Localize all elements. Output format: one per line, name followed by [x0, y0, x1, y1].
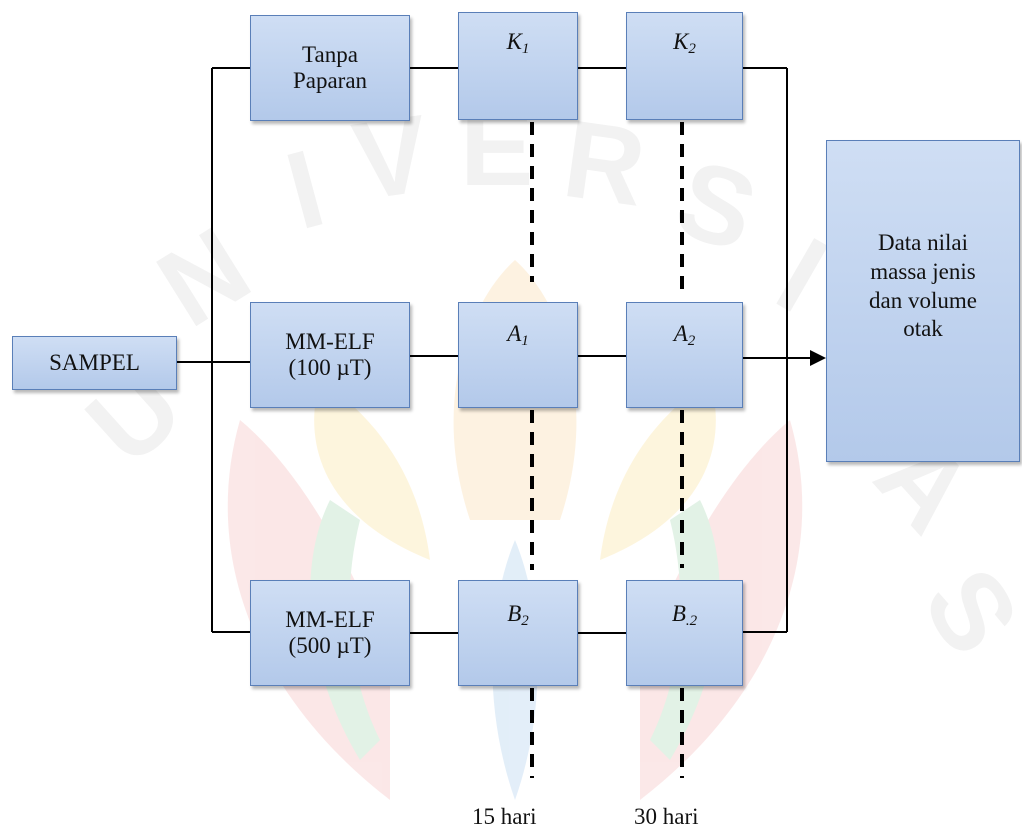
time-label-30: 30 hari — [634, 804, 699, 829]
b2-main: B — [671, 601, 686, 626]
output-line3: dan volume — [869, 287, 977, 313]
k1-main: K — [506, 29, 522, 54]
a1-main: A — [507, 321, 522, 346]
k2-node: K2 — [626, 12, 743, 120]
output-line4: otak — [903, 316, 943, 342]
k1-node: K1 — [458, 12, 578, 120]
sampel-label: SAMPEL — [49, 349, 140, 375]
mm-elf-100-line2: (100 µT) — [288, 355, 372, 380]
tanpa-paparan-node: Tanpa Paparan — [250, 15, 410, 121]
output-line2: massa jenis — [870, 258, 976, 284]
mm-elf-100-line1: MM-ELF — [285, 328, 375, 354]
a1-node: A1 — [458, 302, 578, 408]
output-node: Data nilai massa jenis dan volume otak — [826, 140, 1020, 462]
b2-node: B.2 — [626, 580, 743, 686]
sampel-node: SAMPEL — [12, 336, 177, 390]
k2-sub: 2 — [688, 41, 696, 57]
b2-sub: .2 — [685, 613, 698, 629]
a2-node: A2 — [626, 302, 743, 408]
mm-elf-500-line2: (500 µT) — [288, 633, 372, 658]
output-line1: Data nilai — [877, 230, 969, 255]
b1-node: B2 — [458, 580, 578, 686]
b1-main: B — [507, 601, 522, 626]
mm-elf-500-node: MM-ELF (500 µT) — [250, 580, 410, 686]
a2-main: A — [673, 321, 688, 346]
k2-main: K — [673, 29, 689, 54]
a2-sub: 2 — [687, 333, 696, 349]
k1-sub: 1 — [521, 41, 530, 57]
tanpa-paparan-line2: Paparan — [292, 68, 368, 93]
mm-elf-100-node: MM-ELF (100 µT) — [250, 302, 410, 408]
time-label-15: 15 hari — [472, 804, 537, 829]
b1-sub: 2 — [521, 613, 529, 629]
mm-elf-500-line1: MM-ELF — [285, 606, 375, 632]
a1-sub: 1 — [521, 333, 529, 349]
tanpa-paparan-line1: Tanpa — [302, 41, 358, 67]
